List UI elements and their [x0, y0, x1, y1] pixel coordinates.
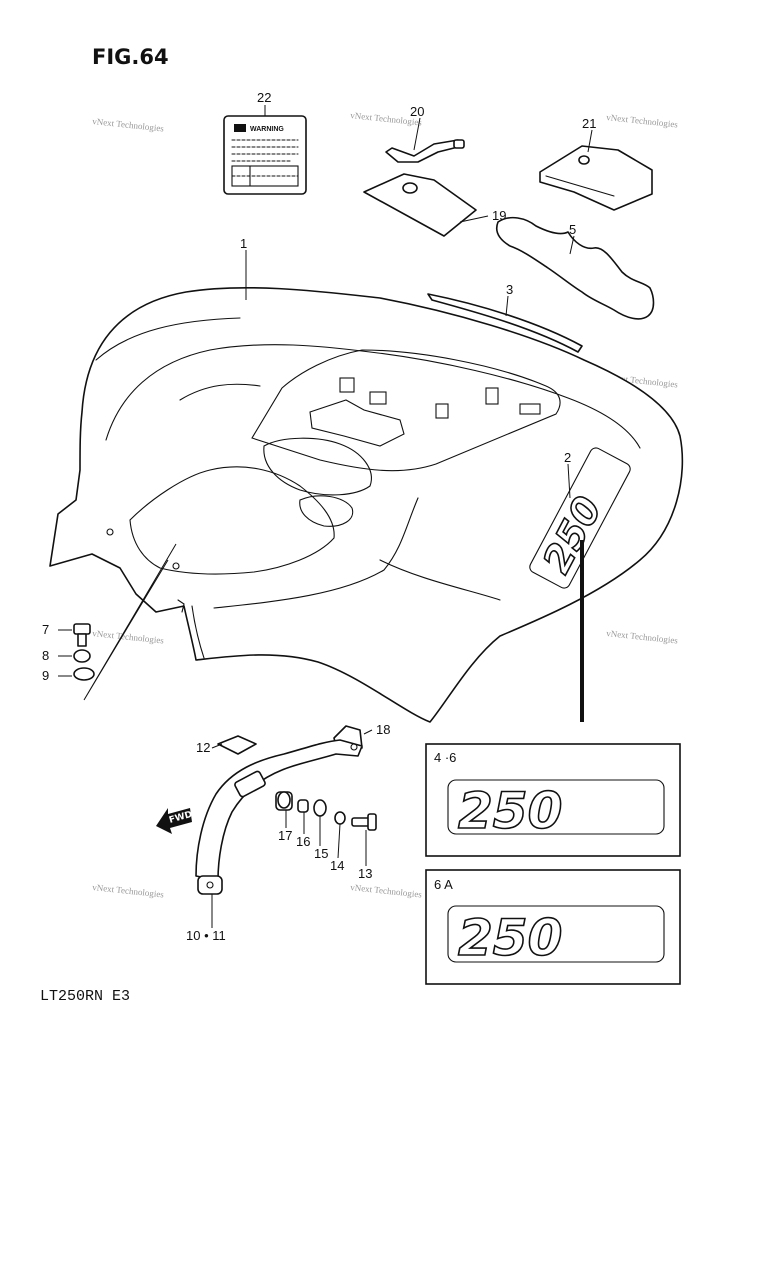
callout-label: 12	[196, 740, 210, 755]
callout-label: 21	[582, 116, 596, 131]
part-12-pad	[217, 735, 257, 755]
part-19-cover-pad	[363, 173, 477, 237]
emblem-box-variant-1: 4 ·6 250	[425, 743, 681, 857]
warning-label-heading: WARNING	[250, 126, 284, 133]
part-10-11-brace	[195, 739, 363, 895]
watermark: vNext Technologies	[606, 112, 679, 130]
part-21-pouch	[539, 145, 653, 211]
part-17-collar	[275, 791, 293, 811]
watermark: vNext Technologies	[92, 116, 165, 134]
callout-label: 22	[257, 90, 271, 105]
callout-label: 9	[42, 668, 49, 683]
emblem-text: 250	[458, 782, 562, 840]
emblem-text: 250	[458, 909, 562, 967]
model-code: LT250RN E3	[40, 988, 130, 1005]
watermark: vNext Technologies	[92, 882, 165, 900]
part-15-washer	[313, 799, 327, 817]
callout-label: 1	[240, 236, 247, 251]
figure-title: FIG.64	[92, 45, 169, 69]
fwd-arrow-icon: FWD	[156, 808, 193, 834]
emblem-box-variant-label: 6 A	[434, 877, 453, 892]
part-20-strap	[385, 139, 465, 163]
leader-hardware-7-9	[83, 543, 177, 701]
emblem-box-variant-label: 4 ·6	[434, 750, 456, 765]
part-3-trim-strip	[427, 293, 583, 353]
callout-label: 19	[492, 208, 506, 223]
callout-label: 8	[42, 648, 49, 663]
callout-label: 15	[314, 846, 328, 861]
part-9-washer	[73, 667, 95, 681]
part-22-warning-label: WARNING	[223, 115, 307, 195]
part-8-nut	[73, 649, 91, 663]
callout-label: 10 • 11	[186, 928, 226, 943]
part-7-bolt	[73, 623, 91, 647]
callout-label: 14	[330, 858, 344, 873]
callout-label: 17	[278, 828, 292, 843]
part-14-lock-washer	[334, 811, 346, 825]
callout-label: 16	[296, 834, 310, 849]
callout-labels: 1 2 3 5 7 8 9 10 • 11 12 13 14 15 16 17 …	[42, 90, 596, 943]
callout-leaders	[58, 105, 593, 928]
part-1-rear-fender	[49, 286, 684, 723]
part-5-seal	[495, 216, 655, 320]
watermark: vNext Technologies	[606, 628, 679, 646]
watermark: vNext Technologies	[92, 628, 165, 646]
emblem-box-variant-2: 6 A 250	[425, 869, 681, 985]
part-16-spacer	[297, 799, 309, 813]
watermark: vNext Technologies	[350, 882, 423, 900]
callout-label: 18	[376, 722, 390, 737]
callout-label: 7	[42, 622, 49, 637]
callout-label: 3	[506, 282, 513, 297]
callout-label: 2	[564, 450, 571, 465]
part-13-bolt	[351, 813, 377, 831]
callout-label: 5	[569, 222, 576, 237]
callout-label: 20	[410, 104, 424, 119]
callout-label: 13	[358, 866, 372, 881]
